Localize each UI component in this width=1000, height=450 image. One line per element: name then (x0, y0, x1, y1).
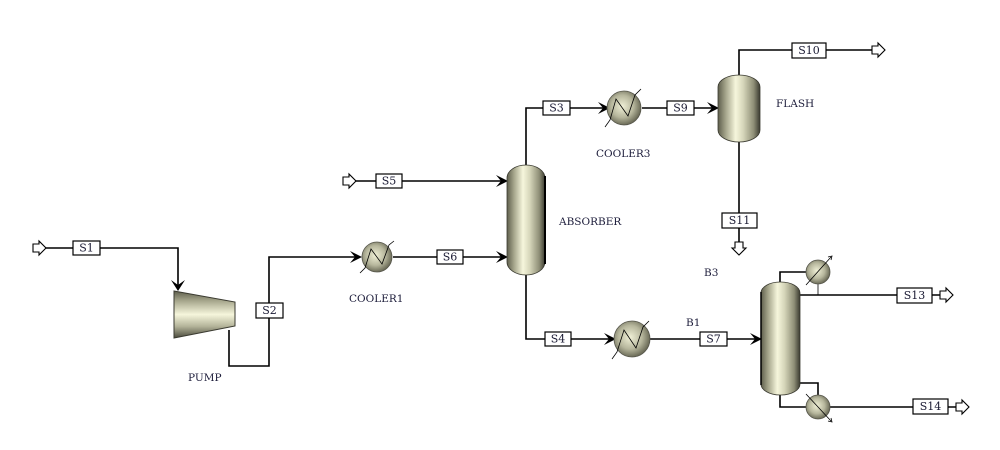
b1-reboiler-piping (779, 382, 819, 408)
b1-condenser-piping (779, 271, 819, 295)
stream-s3[interactable] (525, 102, 610, 165)
b3-block[interactable] (611, 320, 651, 360)
block-label-pump: PUMP (188, 372, 222, 384)
stream-label-s13[interactable]: S13 (896, 287, 933, 304)
stream-label-s3[interactable]: S3 (542, 100, 571, 116)
stream-label-s7[interactable]: S7 (699, 331, 728, 347)
stream-s2[interactable] (228, 251, 362, 367)
cooler3-block[interactable] (604, 88, 642, 128)
block-label-b1: B1 (686, 317, 700, 329)
stream-label-s6[interactable]: S6 (436, 249, 464, 265)
svg-text:S10: S10 (798, 44, 820, 57)
svg-text:S9: S9 (673, 102, 688, 115)
stream-label-s9[interactable]: S9 (666, 100, 695, 116)
stream-s10[interactable] (738, 49, 872, 75)
absorber-block[interactable] (506, 164, 546, 276)
b1-reboiler[interactable] (805, 393, 833, 423)
b1-column-block[interactable] (760, 281, 801, 396)
stream-label-s1[interactable]: S1 (72, 240, 101, 256)
cooler1-block[interactable] (359, 240, 395, 274)
stream-label-s2[interactable]: S2 (255, 302, 284, 319)
block-label-absorber: ABSORBER (558, 216, 622, 228)
svg-text:S11: S11 (729, 214, 751, 227)
stream-label-s11[interactable]: S11 (721, 212, 758, 229)
block-label-flash: FLASH (776, 98, 814, 110)
product-arrow-s11-icon (730, 241, 748, 256)
svg-text:S1: S1 (79, 242, 94, 255)
product-arrow-s14-icon (955, 398, 970, 416)
stream-label-s10[interactable]: S10 (791, 42, 827, 59)
stream-label-s4[interactable]: S4 (544, 331, 572, 347)
feed-arrow-s1-icon (32, 239, 47, 257)
svg-text:S5: S5 (382, 175, 397, 188)
svg-text:S6: S6 (443, 251, 458, 264)
block-label-b3: B3 (704, 267, 718, 279)
b1-condenser[interactable] (805, 255, 833, 286)
svg-text:S4: S4 (551, 333, 566, 346)
svg-text:S14: S14 (920, 400, 942, 413)
block-label-cooler3: COOLER3 (596, 148, 650, 160)
svg-text:S13: S13 (904, 289, 926, 302)
stream-label-s5[interactable]: S5 (375, 173, 403, 189)
svg-text:S2: S2 (262, 304, 277, 317)
block-label-cooler1: COOLER1 (349, 293, 403, 305)
flash-block[interactable] (717, 74, 761, 143)
feed-arrow-s5-icon (342, 172, 357, 190)
product-arrow-s10-icon (871, 41, 886, 59)
stream-label-s14[interactable]: S14 (912, 398, 949, 415)
pump-block[interactable] (173, 290, 236, 339)
svg-text:S3: S3 (549, 102, 564, 115)
product-arrow-s13-icon (939, 286, 954, 304)
stream-s1[interactable] (45, 247, 185, 291)
stream-s4[interactable] (525, 275, 616, 345)
svg-text:S7: S7 (706, 333, 721, 346)
